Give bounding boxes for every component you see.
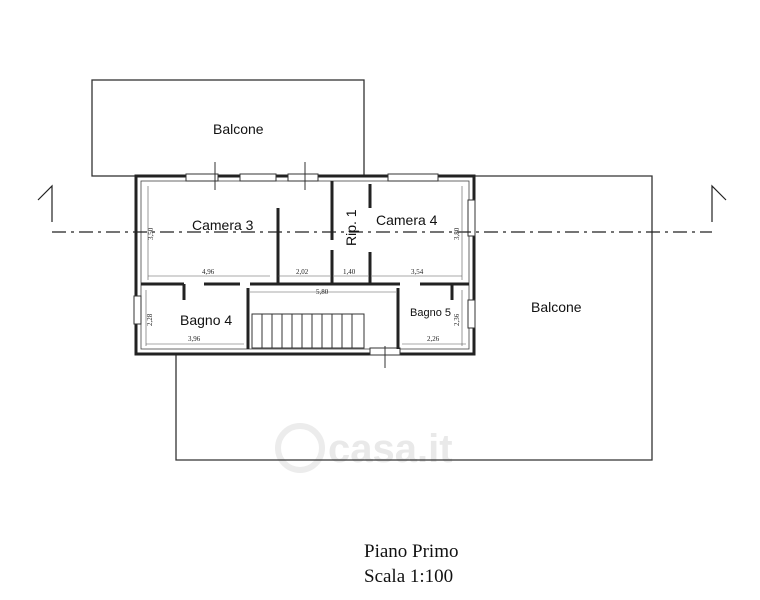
dim-camera4-height: 3,80 [453, 227, 461, 240]
room-label-bagno-4: Bagno 4 [180, 312, 232, 328]
room-label-balcone-right: Balcone [531, 299, 582, 315]
section-line [37, 184, 727, 233]
caption-floor-name: Piano Primo [364, 541, 458, 562]
room-label-bagno-5: Bagno 5 [410, 307, 451, 319]
interior-walls [141, 181, 469, 349]
windows [133, 162, 476, 368]
staircase [251, 313, 365, 349]
watermark-text: casa.it [328, 427, 453, 471]
dim-202: 2,02 [296, 268, 309, 276]
dim-496: 4,96 [202, 268, 215, 276]
dim-camera3-height: 3,50 [147, 227, 155, 240]
room-label-rip-1: Rip. 1 [343, 209, 359, 246]
dim-bagno4-width: 3,96 [188, 335, 201, 343]
balcone-right [175, 175, 653, 461]
room-label-balcone-top: Balcone [213, 121, 264, 137]
room-label-camera-4: Camera 4 [376, 212, 438, 228]
watermark: casa.it [275, 423, 453, 473]
dim-580: 5,80 [316, 288, 329, 296]
dim-140: 1,40 [343, 268, 356, 276]
dim-bagno5-height: 2,36 [453, 313, 461, 326]
dim-354: 3,54 [411, 268, 424, 276]
dim-bagno5-width: 2,26 [427, 335, 440, 343]
room-label-camera-3: Camera 3 [192, 217, 254, 233]
dim-bagno4-height: 2,28 [146, 313, 154, 326]
dimension-lines [145, 186, 466, 346]
caption-scale: Scala 1:100 [364, 566, 453, 587]
